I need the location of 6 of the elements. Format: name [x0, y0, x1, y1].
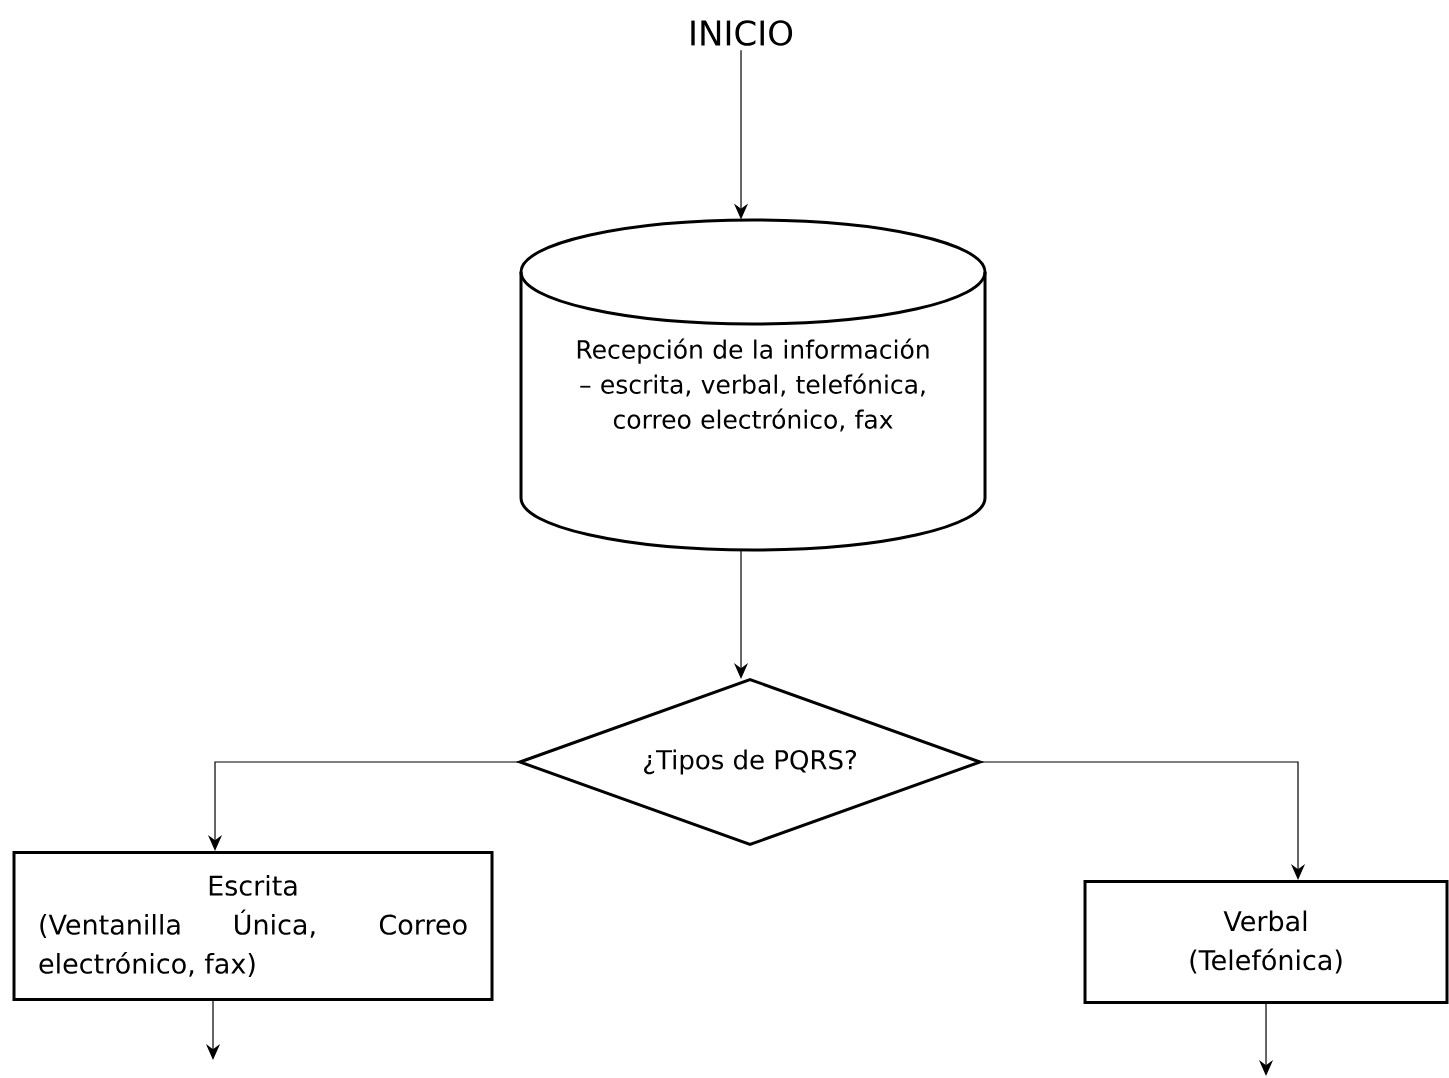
arrow [979, 761, 1306, 880]
storage-cylinder: Recepción de la información – escrita, verbal, telefónica, correo electrónico, fax [519, 218, 987, 552]
process-box: Escrita (Ventanilla Única, Correo electrónico, fax) [12, 851, 494, 1001]
node-label: Recepción de la información – escrita, verbal, telefónica, correo electrónico, fax [577, 338, 929, 432]
start-label: INICIO [691, 20, 793, 46]
process-box: Verbal (Telefónica) [1083, 880, 1449, 1004]
